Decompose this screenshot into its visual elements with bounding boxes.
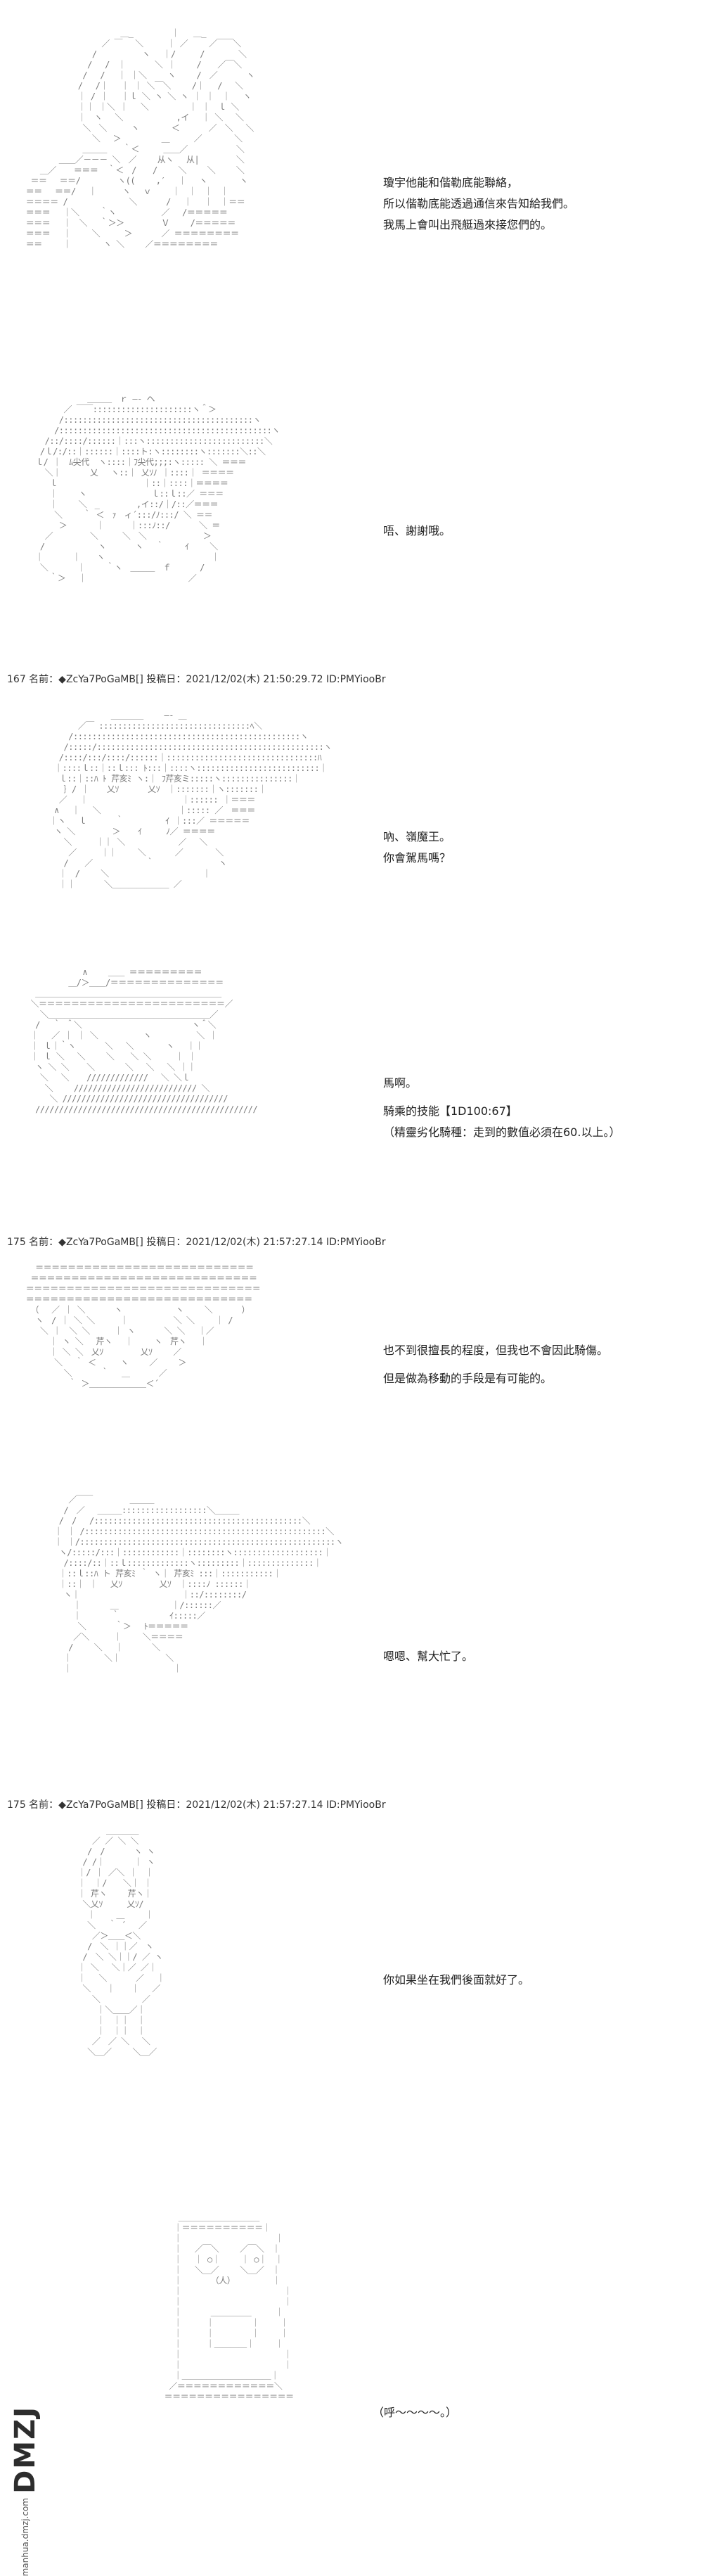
ascii-art-figure: ＿＿＿ ｒ ―‐ ヘ ／ ￣￣:::::::::::::::::::::ヽ＾＞ … xyxy=(35,394,280,583)
dialog-line: 騎乘的技能【1D100:67】 xyxy=(383,1104,517,1118)
dialog-line: 我馬上會叫出飛艇過來接您們的。 xyxy=(383,218,553,231)
ascii-art-figure: ＿＿＿＿＿＿＿＿＿＿ ｜＝＝＝＝＝＝＝＝＝＝｜ ｜ ｜ ｜ ／￣＼ ／￣＼ ｜ … xyxy=(164,2212,295,2402)
ascii-art-figure: ／￣￣ ＿＿＿ / ／ ＿＿＿::::::::::::::::::＼＿＿＿ / … xyxy=(54,1495,344,1673)
watermark-url: manhua.dmzj.com xyxy=(20,2497,30,2576)
panel-6: ／￣￣ ＿＿＿ / ／ ＿＿＿::::::::::::::::::＼＿＿＿ / … xyxy=(0,1495,703,1797)
dialog-line: 也不到很擅長的程度，但我也不會因此騎傷。 xyxy=(383,1344,609,1357)
dialog-block: 吶、嶺魔王。 你會駕馬嗎？ xyxy=(383,827,685,869)
post-header: 175 名前：◆ZcYa7PoGaMB[] 投稿日：2021/12/02(木) … xyxy=(7,1799,386,1811)
dialog-line: （呼～～～～。） xyxy=(373,2406,458,2419)
dialog-line: 你如果坐在我們後面就好了。 xyxy=(383,1973,530,1987)
dialog-line: 瓊宇他能和偕勒底能聯絡， xyxy=(383,176,519,189)
panel-7: 175 名前：◆ZcYa7PoGaMB[] 投稿日：2021/12/02(木) … xyxy=(0,1797,703,2191)
panel-2: ＿＿＿ ｒ ―‐ ヘ ／ ￣￣:::::::::::::::::::::ヽ＾＞ … xyxy=(0,394,703,675)
ascii-art-figure: ＿_ ｜ ＿_ ／ ￣ ＼ ｜ ／ ／￣￣＼ / ヽ ｜/ / ＼ / / ｜ … xyxy=(25,28,255,249)
post-header: 167 名前：◆ZcYa7PoGaMB[] 投稿日：2021/12/02(木) … xyxy=(7,674,386,685)
ascii-art-figure: ∧ ＿＿ ＝＝＝＝＝＝＝＝＝ ＿/＞＿＿/＝＝＝＝＝＝＝＝＝＝＝＝＝＝ ＿＿＿＿… xyxy=(30,967,258,1114)
post-header: 175 名前：◆ZcYa7PoGaMB[] 投稿日：2021/12/02(木) … xyxy=(7,1237,386,1248)
ascii-art-figure: ＿＿＿＿ ／ ／ ＼ ＼ / / ヽ ヽ / /｜ ｜ ヽ ｜/ ｜ ／＼ ｜ … xyxy=(77,1825,165,2057)
panel-4: ∧ ＿＿ ＝＝＝＝＝＝＝＝＝ ＿/＞＿＿/＝＝＝＝＝＝＝＝＝＝＝＝＝＝ ＿＿＿＿… xyxy=(0,967,703,1206)
dialog-line: 嗯嗯、幫大忙了。 xyxy=(383,1650,474,1663)
watermark: DMZJ manhua.dmzj.com xyxy=(4,2406,46,2576)
panel-8: ＿＿＿＿＿＿＿＿＿＿ ｜＝＝＝＝＝＝＝＝＝＝｜ ｜ ｜ ｜ ／￣＼ ／￣＼ ｜ … xyxy=(0,2191,703,2566)
dialog-line: （精靈劣化騎種：走到的數值必須在60.以上。） xyxy=(383,1126,621,1139)
dialog-block: 瓊宇他能和偕勒底能聯絡， 所以偕勒底能透過通信來告知給我們。 我馬上會叫出飛艇過… xyxy=(383,172,685,236)
dialog-line: 你會駕馬嗎？ xyxy=(383,851,451,865)
panel-1: ＿_ ｜ ＿_ ／ ￣ ＼ ｜ ／ ／￣￣＼ / ヽ ｜/ / ＼ / / ｜ … xyxy=(0,0,703,394)
ascii-art-figure: ＿＿＿＿ ―‐ ＿ ／￣ :::::::::::::::::::::::::::… xyxy=(49,710,332,889)
panel-5: 175 名前：◆ZcYa7PoGaMB[] 投稿日：2021/12/02(木) … xyxy=(0,1235,703,1495)
dialog-block: 嗯嗯、幫大忙了。 xyxy=(383,1646,685,1667)
dialog-block: 你如果坐在我們後面就好了。 xyxy=(383,1970,685,1991)
dialog-block: 唔、謝謝哦。 xyxy=(383,521,685,542)
panel-3: 167 名前：◆ZcYa7PoGaMB[] 投稿日：2021/12/02(木) … xyxy=(0,672,703,967)
dialog-line: 吶、嶺魔王。 xyxy=(383,830,451,843)
dialog-block: （呼～～～～。） xyxy=(373,2402,675,2423)
dialog-line: 馬啊。 xyxy=(383,1076,418,1090)
watermark-logo: DMZJ xyxy=(9,2406,41,2494)
dialog-line: 所以偕勒底能透過通信來告知給我們。 xyxy=(383,197,575,210)
dialog-line: 但是做為移動的手段是有可能的。 xyxy=(383,1372,553,1385)
ascii-art-figure: ＝＝＝＝＝＝＝＝＝＝＝＝＝＝＝＝＝＝＝＝＝＝＝＝＝＝＝ ＝＝＝＝＝＝＝＝＝＝＝＝… xyxy=(25,1263,261,1389)
dialog-block: 馬啊。 騎乘的技能【1D100:67】 （精靈劣化騎種：走到的數值必須在60.以… xyxy=(383,1073,685,1143)
dialog-block: 也不到很擅長的程度，但我也不會因此騎傷。 但是做為移動的手段是有可能的。 xyxy=(383,1340,685,1389)
dialog-line: 唔、謝謝哦。 xyxy=(383,524,451,537)
